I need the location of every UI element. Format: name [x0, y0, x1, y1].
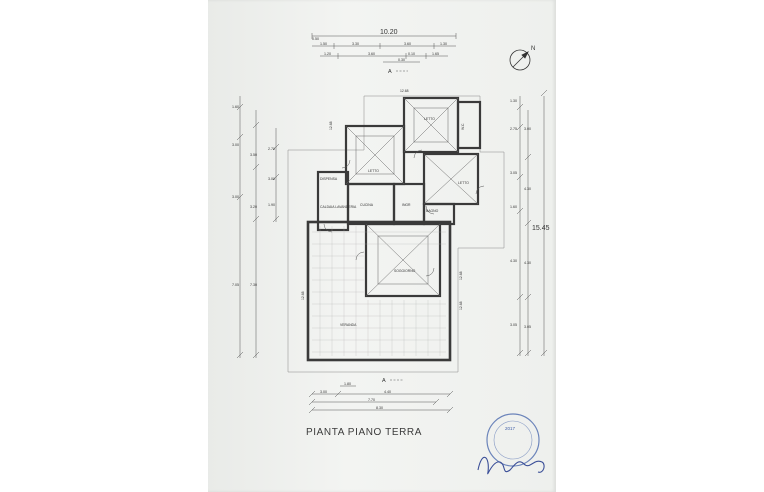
dim-right-inner-5: 3.05 — [510, 323, 517, 327]
dim-right-inner-1: 2.75 — [510, 127, 517, 131]
veranda-floor-hatch — [312, 226, 446, 356]
north-arrow-icon: N — [509, 46, 535, 71]
dim-top-row1-2: 3.60 — [404, 42, 411, 46]
room-veranda: VERANDA — [340, 323, 357, 327]
drawing-sheet: 10.20 0.50 1.50 3.30 3.60 1.30 1.20 3.60… — [208, 0, 556, 492]
wall-label-0: 12.68 — [329, 121, 333, 130]
room-soggiorno: SOGGIORNO — [394, 269, 416, 273]
section-marker-bottom: A — [382, 378, 386, 384]
stamp-year: 2017 — [505, 426, 516, 431]
dim-right-outer-3: 3.05 — [524, 325, 531, 329]
dim-top-row2-1: 3.60 — [368, 52, 375, 56]
dim-bottom-row2-1: 4.40 — [384, 390, 391, 394]
dim-top-row2-0: 1.20 — [324, 52, 331, 56]
dim-right-inner-4: 4.30 — [510, 259, 517, 263]
dim-left-outer-0: 1.60 — [232, 105, 239, 109]
signature — [477, 456, 545, 475]
room-wc: W.C — [461, 123, 465, 130]
dim-right-inner-3: 1.60 — [510, 205, 517, 209]
dim-left-small-2: 1.90 — [268, 203, 275, 207]
dim-left-small-1: 3.00 — [268, 177, 275, 181]
dim-left-inner-1: 3.20 — [250, 205, 257, 209]
dim-left-inner-0: 3.50 — [250, 153, 257, 157]
dim-left-outer-1: 3.00 — [232, 143, 239, 147]
room-letto-1: LETTO — [424, 117, 435, 121]
room-caldaia: CALDAIA LAVANDERIA — [320, 205, 357, 209]
room-cucina: CUCINA — [360, 203, 374, 207]
wall-label-1: 12.68 — [400, 89, 409, 93]
dim-top-row1-3: 1.30 — [440, 42, 447, 46]
floor-plan-drawing: 10.20 0.50 1.50 3.30 3.60 1.30 1.20 3.60… — [232, 29, 550, 475]
drawing-title: PIANTA PIANO TERRA — [306, 427, 423, 438]
dim-top-row2-2: 0.10 — [408, 52, 415, 56]
dim-left-small-0: 2.70 — [268, 147, 275, 151]
dim-right-outer-1: 4.30 — [524, 187, 531, 191]
dim-top-row1-0: 1.50 — [320, 42, 327, 46]
dim-top-row2-extra: 0.30 — [398, 58, 405, 62]
stamp-seal: 2017 — [486, 413, 540, 467]
room-letto-3: LETTO — [458, 181, 469, 185]
dim-top-small: 0.50 — [312, 37, 319, 41]
dim-right-inner-2: 3.05 — [510, 171, 517, 175]
dim-right-outer-2: 4.30 — [524, 261, 531, 265]
dim-right-outer-0: 3.00 — [524, 127, 531, 131]
room-dispensa: DISPENSA — [320, 177, 338, 181]
dim-top-row2-3: 1.65 — [432, 52, 439, 56]
dim-bottom-row4: 8.30 — [376, 406, 383, 410]
section-marker-top: A — [388, 69, 392, 75]
dim-left-outer-2: 3.00 — [232, 195, 239, 199]
room-letto-2: LETTO — [368, 169, 379, 173]
svg-text:N: N — [531, 46, 535, 52]
dim-right-inner-0: 1.30 — [510, 99, 517, 103]
room-ingr: INGR — [402, 203, 411, 207]
wall-label-2: 12.68 — [459, 271, 463, 280]
dim-left-inner-2: 7.30 — [250, 283, 257, 287]
dim-bottom-row1-0: 1.80 — [344, 382, 351, 386]
dim-top-row1-1: 3.30 — [352, 42, 359, 46]
room-bagno: BAGNO — [426, 209, 439, 213]
dim-bottom-row3: 7.70 — [368, 398, 375, 402]
dim-left-outer-3: 7.05 — [232, 283, 239, 287]
wall-label-4: 12.68 — [301, 291, 305, 300]
wall-label-3: 12.68 — [459, 301, 463, 310]
dim-right-total: 15.45 — [532, 225, 550, 232]
dim-top-total: 10.20 — [380, 29, 398, 36]
dim-bottom-row2-0: 3.00 — [320, 390, 327, 394]
